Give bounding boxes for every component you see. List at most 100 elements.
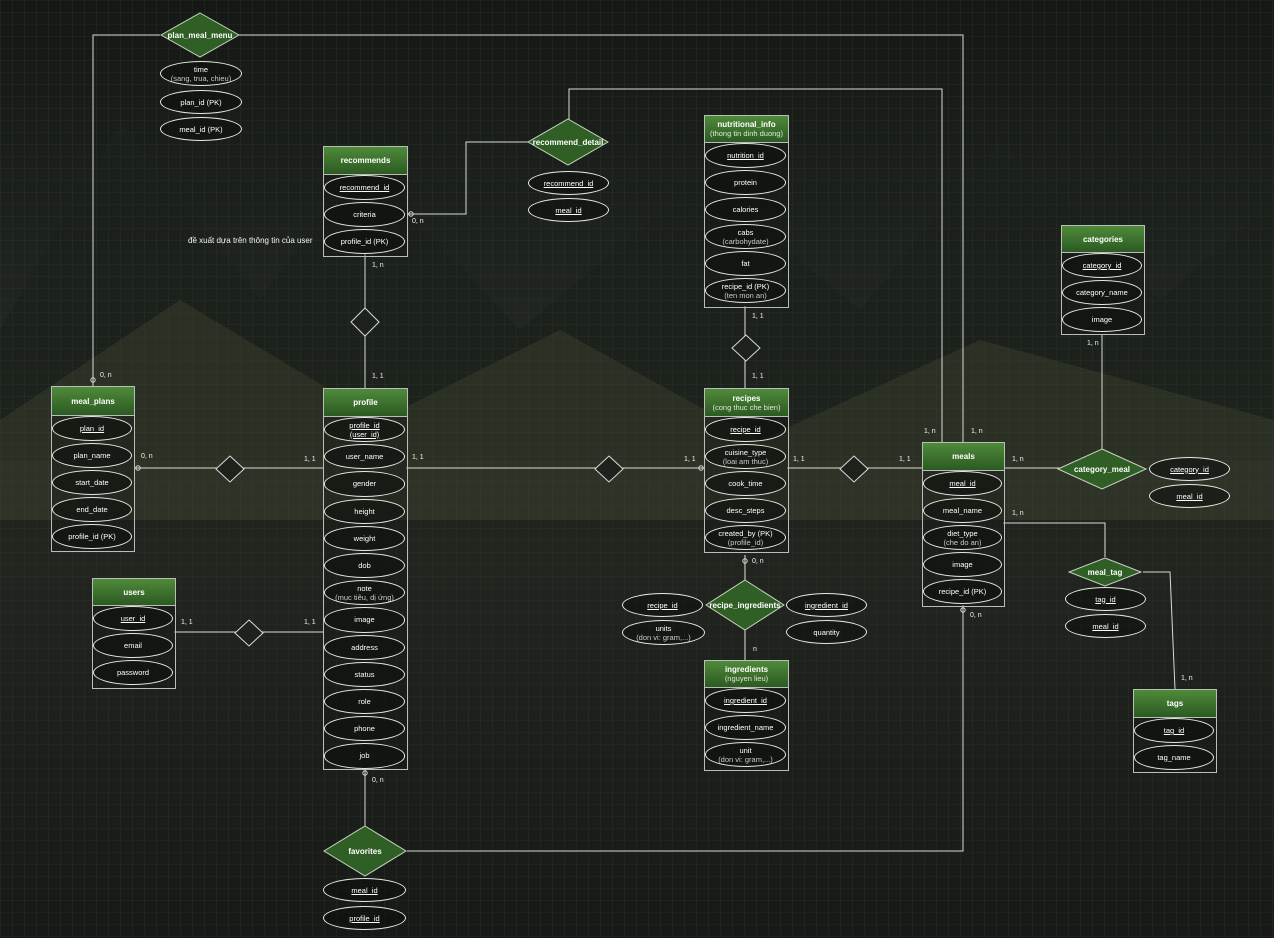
attr-name: phone xyxy=(354,724,375,734)
attr-recipe-id[interactable]: recipe_id xyxy=(705,417,786,442)
attr-recipe-id[interactable]: recipe_id xyxy=(622,593,703,617)
attr-criteria[interactable]: criteria xyxy=(324,202,405,227)
relationship-recipe-ingredients[interactable]: recipe_ingredients xyxy=(705,579,785,631)
attr-cuisine-type[interactable]: cuisine_type(loai am thuc) xyxy=(705,444,786,469)
entity-title: recommends xyxy=(340,156,391,165)
attr-recipe-id-pk[interactable]: recipe_id (PK)(ten mon an) xyxy=(705,278,786,303)
attr-desc-steps[interactable]: desc_steps xyxy=(705,498,786,523)
attr-start-date[interactable]: start_date xyxy=(52,470,132,495)
attr-recommend-id[interactable]: recommend_id xyxy=(528,171,609,195)
attr-phone[interactable]: phone xyxy=(324,716,405,742)
relationship-category-meal[interactable]: category_meal xyxy=(1057,448,1147,490)
attr-meal-id[interactable]: meal_id xyxy=(528,198,609,222)
attr-plan-name[interactable]: plan_name xyxy=(52,443,132,468)
attr-name: plan_name xyxy=(73,451,111,460)
relationship-diamond-recipes-nutrition[interactable] xyxy=(731,334,761,362)
attr-category-id[interactable]: category_id xyxy=(1062,253,1142,278)
cardinality-label: 1, n xyxy=(1087,340,1099,347)
attr-category-id[interactable]: category_id xyxy=(1149,457,1230,481)
attr-cook-time[interactable]: cook_time xyxy=(705,471,786,496)
attr-meal-id[interactable]: meal_id xyxy=(1065,614,1146,638)
attr-weight[interactable]: weight xyxy=(324,525,405,551)
attr-name: role xyxy=(358,697,371,707)
attr-calories[interactable]: calories xyxy=(705,197,786,222)
cardinality-label: 1, n xyxy=(372,262,384,269)
cardinality-label: 0, n xyxy=(100,372,112,379)
attr-fat[interactable]: fat xyxy=(705,251,786,276)
relationship-diamond-recipes-meals[interactable] xyxy=(839,455,869,483)
attr-meal-id[interactable]: meal_id xyxy=(323,878,406,902)
relationship-meal-tag[interactable]: meal_tag xyxy=(1068,557,1142,587)
attr-profile-id[interactable]: profile_id(user_id) xyxy=(324,417,405,443)
entity-header: categories xyxy=(1062,226,1144,253)
relationship-diamond-profile-recommends[interactable] xyxy=(350,307,380,337)
attr-password[interactable]: password xyxy=(93,660,173,685)
relationship-label: recipe_ingredients xyxy=(709,600,781,610)
attr-tag-id[interactable]: tag_id xyxy=(1134,718,1214,743)
relationship-favorites[interactable]: favorites xyxy=(323,825,407,877)
attr-status[interactable]: status xyxy=(324,661,405,687)
attr-image[interactable]: image xyxy=(1062,307,1142,332)
relationship-diamond-mealplans-profile[interactable] xyxy=(215,455,245,483)
attr-ingredient-name[interactable]: ingredient_name xyxy=(705,715,786,740)
attr-meal-name[interactable]: meal_name xyxy=(923,498,1002,523)
attr-created-by-pk[interactable]: created_by (PK)(profile_id) xyxy=(705,525,786,550)
attr-category-name[interactable]: category_name xyxy=(1062,280,1142,305)
attr-plan-id[interactable]: plan_id xyxy=(52,416,132,441)
attr-image[interactable]: image xyxy=(324,607,405,633)
attr-unit[interactable]: unit(don vi: gram,...) xyxy=(705,742,786,767)
attr-name: profile_id (PK) xyxy=(68,532,116,541)
attr-ingredient-id[interactable]: ingredient_id xyxy=(705,688,786,713)
attr-note: (profile_id) xyxy=(727,537,764,547)
attr-meal-id[interactable]: meal_id xyxy=(923,471,1002,496)
attr-profile-id-pk[interactable]: profile_id (PK) xyxy=(52,524,132,549)
attr-job[interactable]: job xyxy=(324,743,405,769)
relationship-diamond-profile-recipes[interactable] xyxy=(594,455,624,483)
attr-recommend-id[interactable]: recommend_id xyxy=(324,175,405,200)
attr-profile-id[interactable]: profile_id xyxy=(323,906,406,930)
attr-role[interactable]: role xyxy=(324,689,405,715)
attr-name: nutrition_id xyxy=(727,151,764,160)
entity-title: users xyxy=(123,587,145,597)
attr-tag-id[interactable]: tag_id xyxy=(1065,587,1146,611)
attr-time[interactable]: time(sang, trua, chieu) xyxy=(160,61,242,86)
entity-nutritional-info[interactable]: nutritional_info(thong tin dinh duong) nu… xyxy=(704,115,789,308)
attr-meal-id[interactable]: meal_id xyxy=(1149,484,1230,508)
attr-end-date[interactable]: end_date xyxy=(52,497,132,522)
attr-plan-id[interactable]: plan_id (PK) xyxy=(160,90,242,114)
attr-cabs[interactable]: cabs(carbohydate) xyxy=(705,224,786,249)
attr-protein[interactable]: protein xyxy=(705,170,786,195)
attr-name: recipe_id xyxy=(730,425,761,434)
attr-units[interactable]: units(don vi: gram,...) xyxy=(622,620,705,645)
attr-image[interactable]: image xyxy=(923,552,1002,577)
attr-meal-id[interactable]: meal_id (PK) xyxy=(160,117,242,141)
entity-header: nutritional_info(thong tin dinh duong) xyxy=(705,116,788,143)
relationship-recommend-detail[interactable]: recommend_detail xyxy=(527,118,609,166)
attr-diet-type[interactable]: diet_type(che do an) xyxy=(923,525,1002,550)
attr-gender[interactable]: gender xyxy=(324,471,405,497)
attr-user-name[interactable]: user_name xyxy=(324,444,405,470)
attr-user-id[interactable]: user_id xyxy=(93,606,173,631)
attr-recipe-id-pk[interactable]: recipe_id (PK) xyxy=(923,579,1002,604)
attr-nutrition-id[interactable]: nutrition_id xyxy=(705,143,786,168)
attr-quantity[interactable]: quantity xyxy=(786,620,867,644)
relationship-plan-meal-menu[interactable]: plan_meal_menu xyxy=(160,12,240,58)
attr-address[interactable]: address xyxy=(324,634,405,660)
attr-profile-id-pk[interactable]: profile_id (PK) xyxy=(324,229,405,254)
attr-dob[interactable]: dob xyxy=(324,553,405,579)
attr-email[interactable]: email xyxy=(93,633,173,658)
attr-tag-name[interactable]: tag_name xyxy=(1134,745,1214,770)
attr-ingredient-id[interactable]: ingredient_id xyxy=(786,593,867,617)
attr-note[interactable]: note(mục tiêu, dị ứng) xyxy=(324,580,405,606)
relationship-diamond-users-profile[interactable] xyxy=(234,619,264,647)
attr-height[interactable]: height xyxy=(324,498,405,524)
